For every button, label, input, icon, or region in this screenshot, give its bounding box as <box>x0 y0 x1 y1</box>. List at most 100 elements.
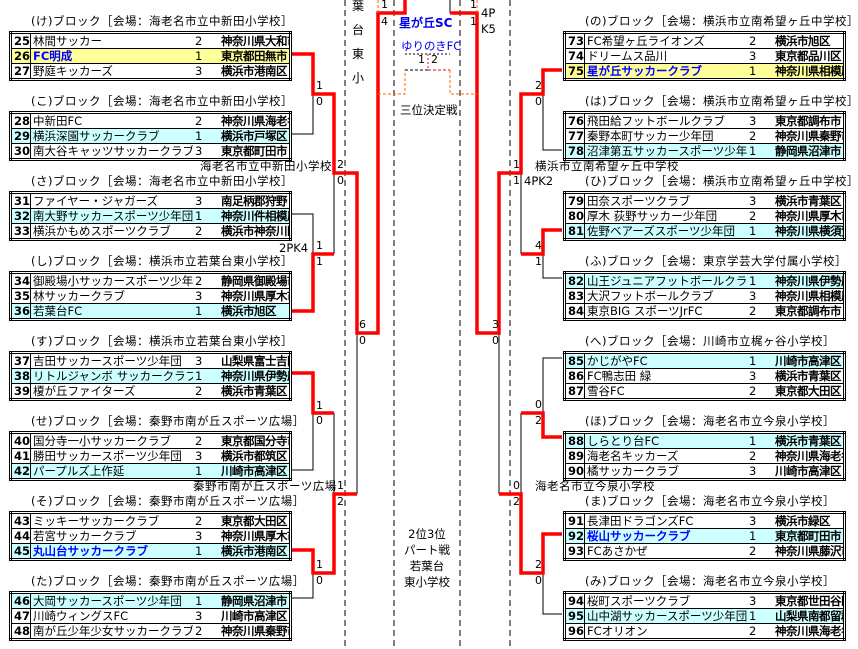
team-rank: 2 <box>193 383 219 400</box>
team-name: 沼津第五サッカースポーツ少年団 <box>584 143 747 160</box>
team-city: 横浜市港南区 <box>219 543 291 560</box>
team-rank: 2 <box>193 512 219 529</box>
team-name: ドリームス品川 <box>584 48 747 64</box>
team-city: 神奈川県大和市 <box>219 32 291 49</box>
match-score: 1 <box>513 174 520 187</box>
team-name: 南が丘少年少女サッカークラブ <box>30 623 193 640</box>
match-score: 0 <box>535 95 542 108</box>
match-score: 1 <box>316 558 323 571</box>
team-number: 81 <box>564 223 585 240</box>
team-name: 南大野サッカースポーツ少年団 <box>30 208 193 224</box>
team-city: 神奈川県相模原市 <box>773 288 845 304</box>
team-rank: 1 <box>193 543 219 560</box>
block-title: (そ)ブロック［会場：秦野市南が丘スポーツ広場］ <box>31 494 305 508</box>
team-row: 82山王ジュニアフットボールクラブ1神奈川県伊勢原市 <box>564 272 845 289</box>
team-name: 丸山台サッカークラブ <box>30 543 193 560</box>
team-rank: 2 <box>747 32 773 49</box>
team-city: 横浜市緑区 <box>773 512 845 529</box>
match-score: 0 <box>337 174 344 187</box>
team-row: 37吉田サッカースポーツ少年団3山梨県富士吉田市 <box>10 352 291 369</box>
team-rank: 3 <box>747 288 773 304</box>
match-score: 0 <box>492 334 499 347</box>
team-row: 89海老名キッカーズ2神奈川県海老名市 <box>564 448 845 464</box>
match-score: 1 <box>316 255 323 268</box>
team-number: 29 <box>10 128 31 144</box>
team-number: 44 <box>10 528 31 544</box>
team-city: 川崎市高津区 <box>773 352 845 369</box>
block-title: (さ)ブロック［会場：海老名市立中新田小学校］ <box>31 174 293 188</box>
team-city: 東京都世田谷区 <box>773 592 845 609</box>
final-venue-char: 葉 <box>352 0 365 13</box>
team-number: 79 <box>564 192 585 209</box>
block-title: (こ)ブロック［会場：海老名市立中新田小学校］ <box>31 94 293 108</box>
team-rank: 1 <box>747 528 773 544</box>
team-city: 神奈川県秦野市 <box>773 128 845 144</box>
team-name: 田奈スポーツクラブ <box>584 192 747 209</box>
team-number: 41 <box>10 448 31 464</box>
team-city: 東京都町田市 <box>219 143 291 160</box>
team-rank: 2 <box>193 223 219 240</box>
team-number: 94 <box>564 592 585 609</box>
team-rank: 1 <box>747 223 773 240</box>
match-score: 3 <box>492 318 499 331</box>
team-name: 桜山サッカークラブ <box>584 528 747 544</box>
block-table: 88しらとり台FC1横浜市青葉区89海老名キッカーズ2神奈川県海老名市90橘サッ… <box>563 431 846 481</box>
team-name: ファイヤー・ジャガーズ <box>30 192 193 209</box>
team-row: 32南大野サッカースポーツ少年団1神奈川件相模原市 <box>10 208 291 224</box>
team-number: 38 <box>10 368 31 384</box>
team-name: 榎が丘ファイターズ <box>30 383 193 400</box>
team-name: 横浜深園サッカークラブ <box>30 128 193 144</box>
venue-label-right-lower: 海老名市立今泉小学校 <box>535 479 655 493</box>
team-number: 89 <box>564 448 585 464</box>
team-rank: 2 <box>747 383 773 400</box>
team-rank: 2 <box>193 272 219 289</box>
team-number: 47 <box>10 608 31 624</box>
block-title: (ひ)ブロック［会場：横浜市立南希望ヶ丘中学校］ <box>585 174 858 188</box>
team-city: 横浜市青葉区 <box>773 432 845 449</box>
match-score: 1 <box>337 479 344 492</box>
block-title: (せ)ブロック［会場：秦野市南が丘スポーツ広場］ <box>31 414 305 428</box>
team-city: 神奈川県伊勢原市 <box>773 272 845 289</box>
team-city: 神奈川県海老名市 <box>219 112 291 129</box>
team-number: 43 <box>10 512 31 529</box>
match-score: 0 <box>316 574 323 587</box>
team-city: 山梨県富士吉田市 <box>219 352 291 369</box>
team-number: 25 <box>10 32 31 49</box>
team-rank: 3 <box>193 528 219 544</box>
team-rank: 2 <box>193 623 219 640</box>
match-score: 1 <box>316 239 323 252</box>
team-rank: 1 <box>193 48 219 64</box>
team-rank: 2 <box>747 543 773 560</box>
team-name: 山中湖サッカースポーツ少年団 <box>584 608 747 624</box>
team-rank: 3 <box>747 112 773 129</box>
team-number: 83 <box>564 288 585 304</box>
block-table: 28中新田FC2神奈川県海老名市29横浜深園サッカークラブ1横浜市戸塚区30南大… <box>9 111 292 161</box>
consolation-label: 東小学校 <box>404 575 450 589</box>
team-city: 川崎市高津区 <box>773 463 845 480</box>
block-title: (す)ブロック［会場：横浜市立若葉台東小学校］ <box>31 334 293 348</box>
team-row: 81佐野ベアーズスポーツ少年団1神奈川県横須賀市 <box>564 223 845 240</box>
team-number: 39 <box>10 383 31 400</box>
match-score: 0 <box>535 574 542 587</box>
team-number: 82 <box>564 272 585 289</box>
team-city: 横浜市港南区 <box>219 63 291 80</box>
team-rank: 3 <box>747 463 773 480</box>
third-place-label: 三位決定戦 <box>400 103 458 117</box>
block-table: 82山王ジュニアフットボールクラブ1神奈川県伊勢原市83大沢フットボールクラブ3… <box>563 271 846 321</box>
team-city: 神奈川県秦野市 <box>219 623 291 640</box>
team-number: 42 <box>10 463 31 480</box>
